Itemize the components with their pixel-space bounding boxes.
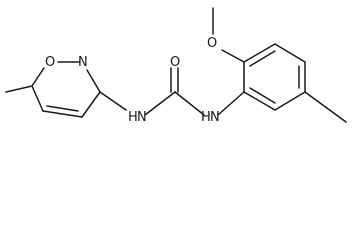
atom-methoxy-oxygen: O	[207, 36, 217, 51]
atom-isoxazole-oxygen: O	[45, 55, 55, 70]
bond-c4-c5-double	[46, 105, 79, 112]
carbonyl-oxygen-label: O	[170, 55, 180, 70]
bond-c3-c4	[81, 91, 101, 118]
bond-nh-left-carbonyl	[144, 91, 176, 116]
amide-nh-left-n-label: N	[137, 110, 147, 125]
bond-n2-c3	[86, 69, 101, 93]
isoxazole-oxygen-label: O	[45, 55, 55, 70]
bond-c3-nh-left	[99, 91, 127, 111]
bond-c5-c4-ring	[31, 85, 44, 112]
bond-c5-o1	[31, 67, 45, 87]
bond-ar-c6-c1-double	[249, 87, 276, 104]
bond-ar-c5-c6	[274, 91, 306, 111]
atom-isoxazole-nitrogen: N	[78, 55, 88, 70]
atom-carbonyl-oxygen: O	[170, 55, 180, 70]
bond-methyl-isoxazole	[5, 85, 33, 93]
bond-ar-c6-c1	[243, 91, 276, 111]
bond-ar-c2-c3	[243, 43, 276, 63]
isoxazole-nitrogen-label: N	[78, 55, 88, 70]
bond-ar-c3-c4	[274, 43, 306, 63]
amide-nh-right-n-label: N	[210, 110, 220, 125]
bond-aryl-methyl	[304, 91, 347, 123]
amide-nh-right-h-label: H	[201, 110, 211, 125]
atom-labels: O N O H N H N O	[45, 36, 220, 125]
atom-amide-nh-left: H N	[128, 110, 147, 125]
bond-c4-c5	[42, 110, 83, 118]
amide-nh-left-h-label: H	[128, 110, 138, 125]
bond-aryl-methoxy-o	[221, 49, 245, 63]
bond-nh-right-aryl	[217, 91, 245, 116]
methoxy-oxygen-label: O	[207, 36, 217, 51]
bond-ar-c2-c3-double	[249, 50, 276, 67]
bond-carbonyl-nh-right	[174, 91, 205, 116]
bonds	[5, 7, 347, 123]
atom-amide-nh-right: H N	[201, 110, 220, 125]
chemical-structure: O N O H N H N O	[5, 7, 347, 125]
